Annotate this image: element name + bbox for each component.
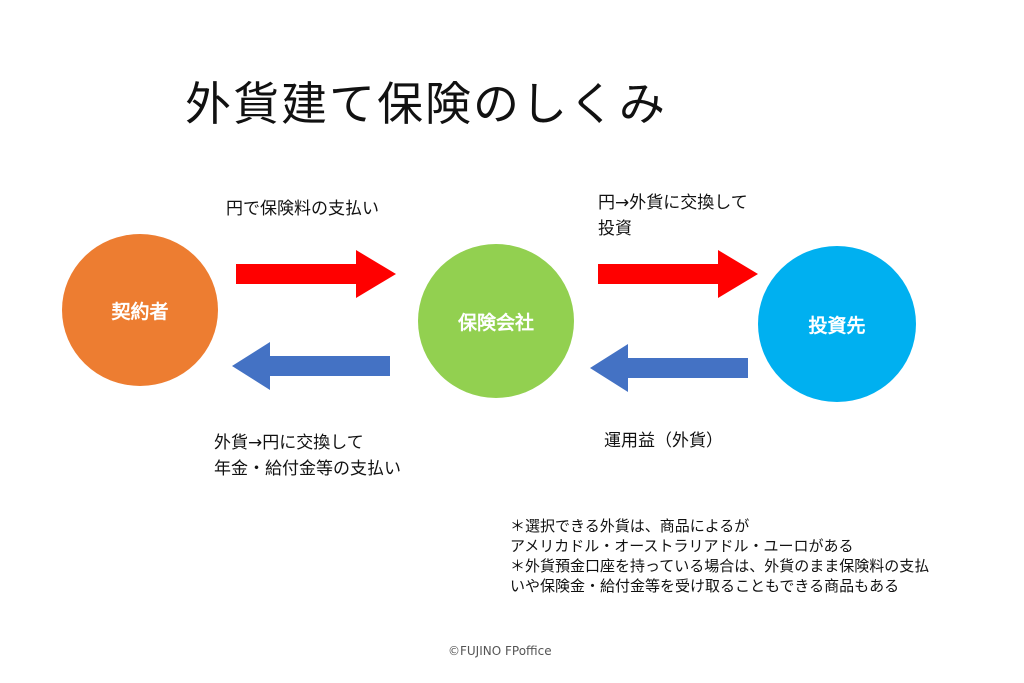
- arrow-investment-to-insurer: [590, 344, 748, 392]
- note-line: アメリカドル・オーストラリアドル・ユーロがある: [510, 537, 854, 555]
- contractor-node: 契約者: [62, 234, 218, 386]
- arrow-shape: [590, 344, 748, 392]
- note-line: いや保険金・給付金等を受け取ることもできる商品もある: [510, 577, 900, 595]
- arrow-shape: [232, 342, 390, 390]
- arrow-contractor-to-insurer: [236, 250, 396, 298]
- premium-payment-label: 円で保険料の支払い: [226, 199, 379, 219]
- page-title: 外貨建て保険のしくみ: [185, 77, 667, 131]
- exchange-invest-label: 円→外貨に交換して 投資: [598, 190, 748, 242]
- investment-node: 投資先: [758, 246, 916, 402]
- arrow-insurer-to-investment: [598, 250, 758, 298]
- note-line: ＊外貨預金口座を持っている場合は、外貨のまま保険料の支払: [510, 557, 930, 575]
- returns-label: 運用益（外貨）: [604, 431, 723, 451]
- arrow-shape: [236, 250, 396, 298]
- copyright: ©FUJINO FPoffice: [448, 644, 552, 658]
- arrow-insurer-to-contractor: [232, 342, 390, 390]
- exchange-invest-line-2: 投資: [598, 219, 632, 239]
- notes: ＊選択できる外貨は、商品によるが アメリカドル・オーストラリアドル・ユーロがある…: [510, 516, 929, 596]
- note-line: ＊選択できる外貨は、商品によるが: [510, 517, 750, 535]
- arrow-shape: [598, 250, 758, 298]
- exchange-pay-label: 外貨→円に交換して 年金・給付金等の支払い: [214, 430, 401, 482]
- exchange-invest-line-1: 円→外貨に交換して: [598, 193, 748, 213]
- insurer-node: 保険会社: [418, 244, 574, 398]
- exchange-pay-line-2: 年金・給付金等の支払い: [214, 459, 401, 479]
- exchange-pay-line-1: 外貨→円に交換して: [214, 433, 364, 453]
